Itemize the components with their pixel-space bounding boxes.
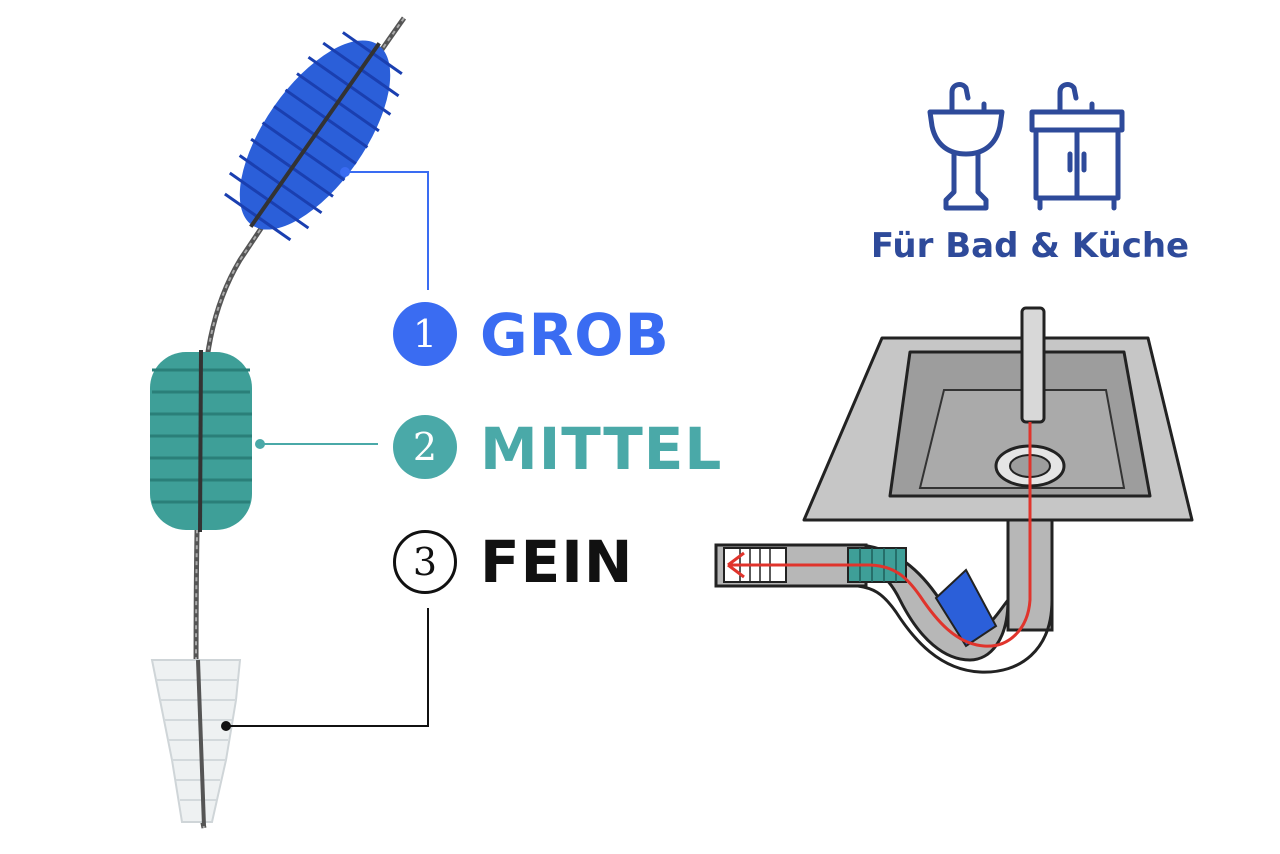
fine-brush-head — [150, 659, 242, 827]
sink-cabinet-icon — [1029, 82, 1125, 211]
size-2-label: MITTEL — [480, 415, 723, 483]
sink-illustration — [714, 306, 1194, 674]
usage-title: Für Bad & Küche — [870, 226, 1190, 266]
size-1-badge: 1 — [393, 302, 457, 366]
pedestal-sink-icon — [927, 82, 1005, 211]
size-2-badge: 2 — [393, 415, 457, 479]
coarse-brush-head — [224, 31, 403, 242]
size-3-label: FEIN — [480, 528, 634, 596]
callout-lines — [221, 167, 429, 731]
size-3-badge: 3 — [393, 530, 457, 594]
size-1-label: GROB — [480, 301, 670, 369]
medium-brush-head — [150, 349, 252, 533]
